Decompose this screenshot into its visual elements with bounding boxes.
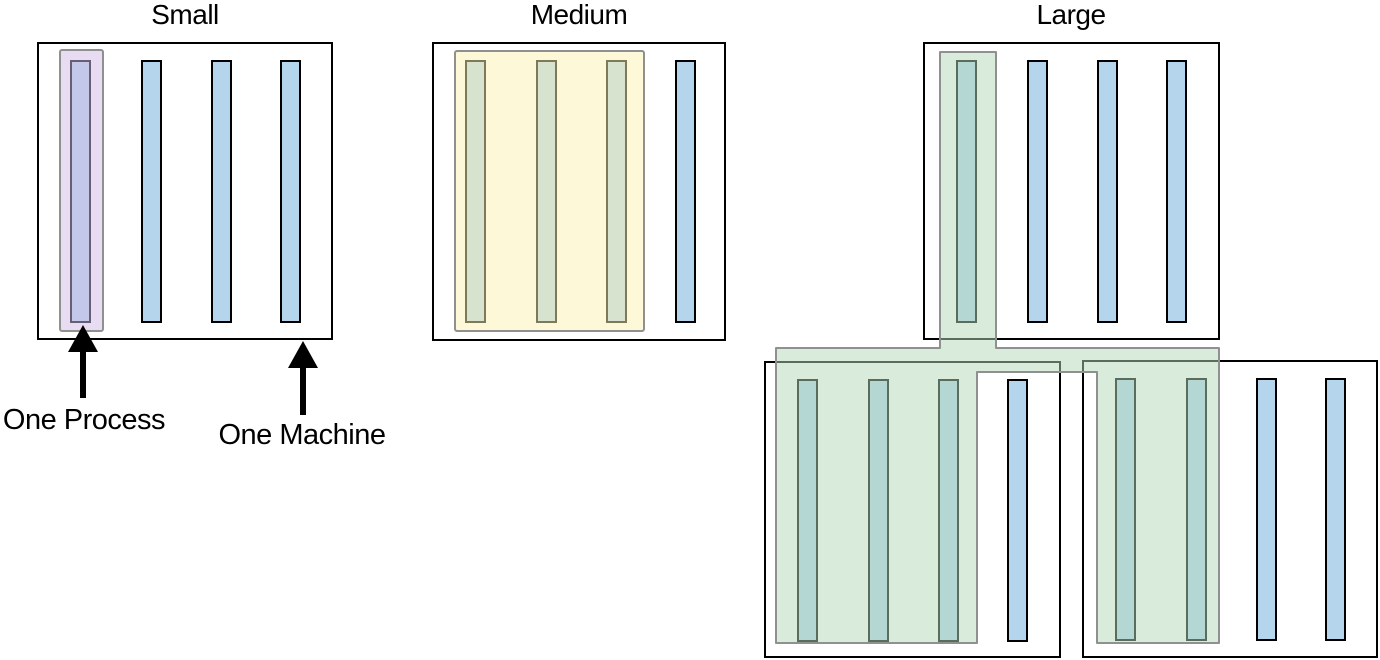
one-process-highlight [59, 49, 104, 332]
arrow-shaft [300, 366, 306, 415]
arrowhead-up-icon [288, 341, 318, 368]
one-process-label: One Process [2, 404, 166, 436]
title-small: Small [151, 0, 219, 30]
process-bar [211, 60, 232, 323]
process-bar [938, 379, 959, 642]
process-bar [797, 379, 818, 642]
process-bar [1007, 379, 1028, 642]
process-bar [675, 60, 696, 323]
process-bar [141, 60, 162, 323]
arrow-shaft [80, 350, 86, 398]
process-bar [1325, 378, 1346, 641]
machine-large-top [923, 42, 1220, 340]
title-medium: Medium [530, 0, 628, 30]
process-bar [1097, 60, 1118, 323]
process-bar [1256, 378, 1277, 641]
machine-large-bottom-left [764, 361, 1061, 658]
title-large: Large [1036, 0, 1106, 30]
machine-large-bottom-right [1082, 360, 1378, 658]
process-bar [868, 379, 889, 642]
process-bar [956, 60, 977, 323]
process-bar [1186, 378, 1207, 641]
one-machine-label: One Machine [218, 419, 387, 451]
process-bar [1166, 60, 1187, 323]
process-bar [280, 60, 301, 323]
three-process-highlight [454, 50, 645, 332]
process-bar [1027, 60, 1048, 323]
arrowhead-up-icon [68, 325, 98, 352]
process-bar [1115, 378, 1136, 641]
